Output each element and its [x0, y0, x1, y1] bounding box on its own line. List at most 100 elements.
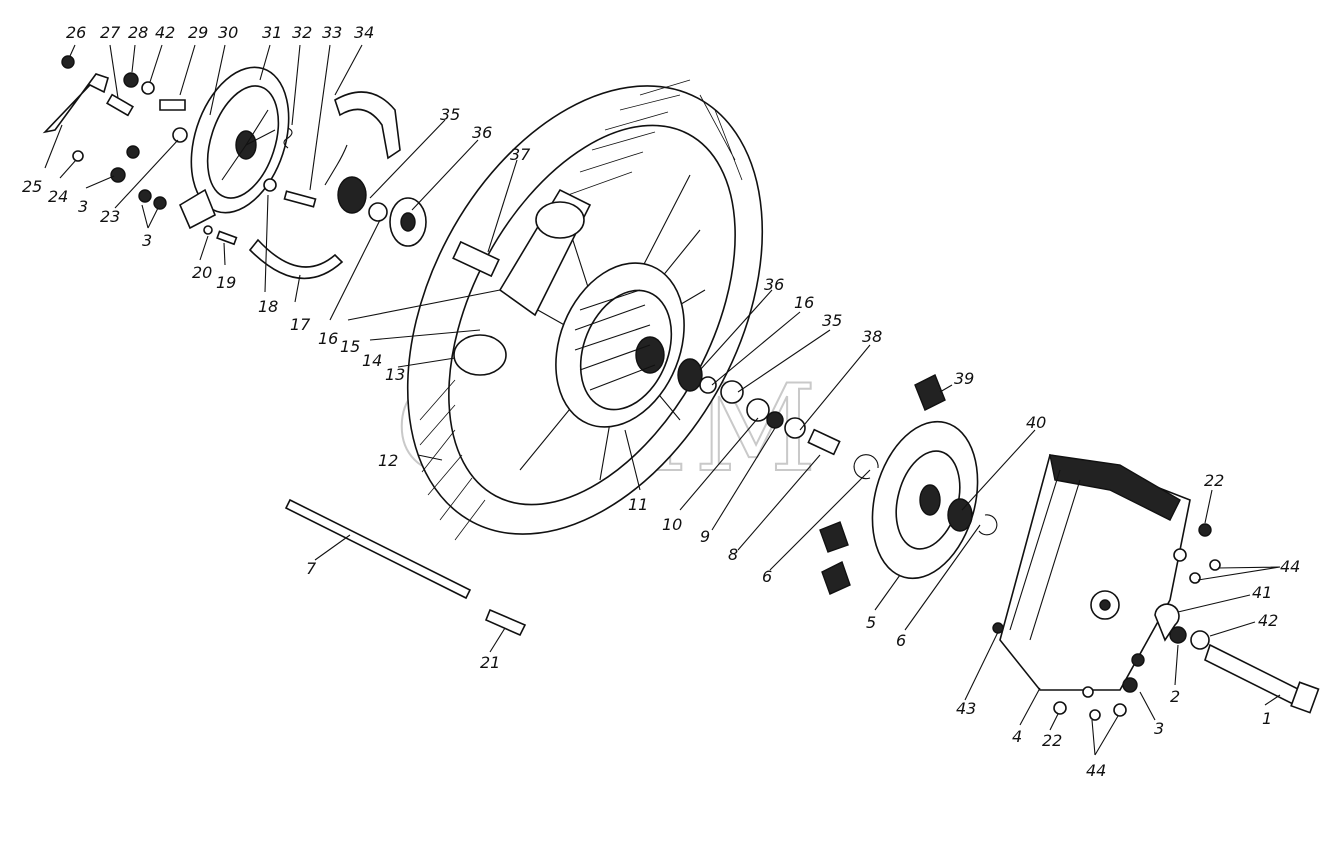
screw-44a: [1189, 572, 1201, 584]
callout-22: 22: [1204, 471, 1224, 490]
callout-2: 2: [1170, 687, 1180, 706]
callout-28: 28: [128, 23, 148, 42]
screw-44b: [1209, 559, 1221, 571]
damper-b: [821, 561, 851, 595]
callout-32: 32: [292, 23, 312, 42]
callout-42b: 42: [1258, 611, 1278, 630]
wheel-assembly: [406, 79, 764, 541]
callout-16b: 16: [794, 293, 814, 312]
nut-26: [61, 55, 75, 69]
washer-10: [746, 398, 770, 422]
callout-15: 15: [340, 337, 360, 356]
washer-18: [263, 178, 277, 192]
callout-31: 31: [262, 23, 282, 42]
washer-23: [172, 127, 188, 143]
hole-43: [992, 622, 1004, 634]
callout-11: 11: [628, 495, 648, 514]
callout-9: 9: [700, 527, 710, 546]
callout-8: 8: [728, 545, 738, 564]
callout-14: 14: [362, 351, 382, 370]
nut-3d: [153, 196, 167, 210]
bolt-33: [283, 190, 317, 208]
bushing-13: [453, 334, 507, 376]
callout-18: 18: [258, 297, 278, 316]
washer-35b: [720, 380, 744, 404]
washer-42b: [1190, 630, 1210, 650]
callout-40: 40: [1026, 413, 1046, 432]
nut-3f: [1122, 677, 1138, 693]
nut-28: [123, 72, 139, 88]
washer-20: [203, 225, 213, 235]
nut-2: [1169, 626, 1187, 644]
eye-41: [1154, 603, 1180, 642]
callout-38: 38: [862, 327, 882, 346]
brake-plate: [178, 66, 290, 230]
spacer-37: [452, 240, 500, 278]
callout-13: 13: [385, 365, 405, 384]
callout-4: 4: [1012, 727, 1022, 746]
bolt-27: [106, 93, 134, 117]
brake-shoe-lower: [248, 238, 344, 280]
bushing-upper: [535, 201, 585, 239]
callout-33: 33: [322, 23, 342, 42]
callout-6b: 6: [896, 631, 906, 650]
nut-3b: [126, 145, 140, 159]
callout-16: 16: [318, 329, 338, 348]
washer-38: [784, 417, 806, 439]
circlip-6b: [978, 514, 998, 536]
damper-39: [914, 374, 946, 411]
circlip-6a: [853, 454, 879, 480]
callout-21: 21: [480, 653, 500, 672]
screw-44d: [1113, 703, 1127, 717]
washer-44: [1082, 686, 1094, 698]
screw-44c: [1089, 709, 1101, 721]
callout-23: 23: [100, 207, 120, 226]
callout-3b: 3: [142, 231, 152, 250]
callout-17: 17: [290, 315, 311, 334]
nut-22b: [1053, 701, 1067, 715]
callout-35b: 35: [822, 311, 842, 330]
callout-20: 20: [192, 263, 212, 282]
callout-36: 36: [472, 123, 492, 142]
callout-10: 10: [662, 515, 682, 534]
hub-axle-tube: [635, 336, 665, 374]
bolt-8: [807, 428, 841, 456]
callout-34: 34: [354, 23, 374, 42]
nut-22a: [1198, 523, 1212, 537]
callout-6a: 6: [762, 567, 772, 586]
bearing-36b: [677, 358, 703, 392]
callout-26: 26: [66, 23, 86, 42]
brake-shoe-upper: [334, 91, 401, 160]
tyre-tread: [419, 79, 743, 541]
nut-3e: [1131, 653, 1145, 667]
callout-7: 7: [306, 559, 317, 578]
spring-32: [283, 127, 293, 149]
bolt-21: [484, 608, 527, 637]
damper-a: [819, 521, 849, 553]
pin-24: [72, 150, 84, 162]
callout-22b: 22: [1042, 731, 1062, 750]
sprocket: [871, 420, 979, 580]
callout-1: 1: [1262, 709, 1272, 728]
callout-27: 27: [100, 23, 121, 42]
callout-42: 42: [155, 23, 175, 42]
callout-44: 44: [1280, 557, 1300, 576]
nut-3c: [138, 189, 152, 203]
callout-41: 41: [1252, 583, 1272, 602]
callout-3c: 3: [1154, 719, 1164, 738]
callout-43: 43: [956, 699, 976, 718]
bolt-19: [216, 230, 238, 246]
washer-22: [1173, 548, 1187, 562]
callout-29: 29: [188, 23, 208, 42]
callout-12: 12: [378, 451, 398, 470]
callout-36b: 36: [764, 275, 784, 294]
washer-42: [141, 81, 155, 95]
callout-25: 25: [22, 177, 42, 196]
pin-29: [159, 99, 186, 111]
leader-lines: [44, 44, 1281, 756]
rod-7: [284, 498, 472, 600]
nut-3: [110, 167, 126, 183]
callout-37: 37: [510, 145, 531, 164]
chain-housing-top: [1049, 454, 1181, 521]
